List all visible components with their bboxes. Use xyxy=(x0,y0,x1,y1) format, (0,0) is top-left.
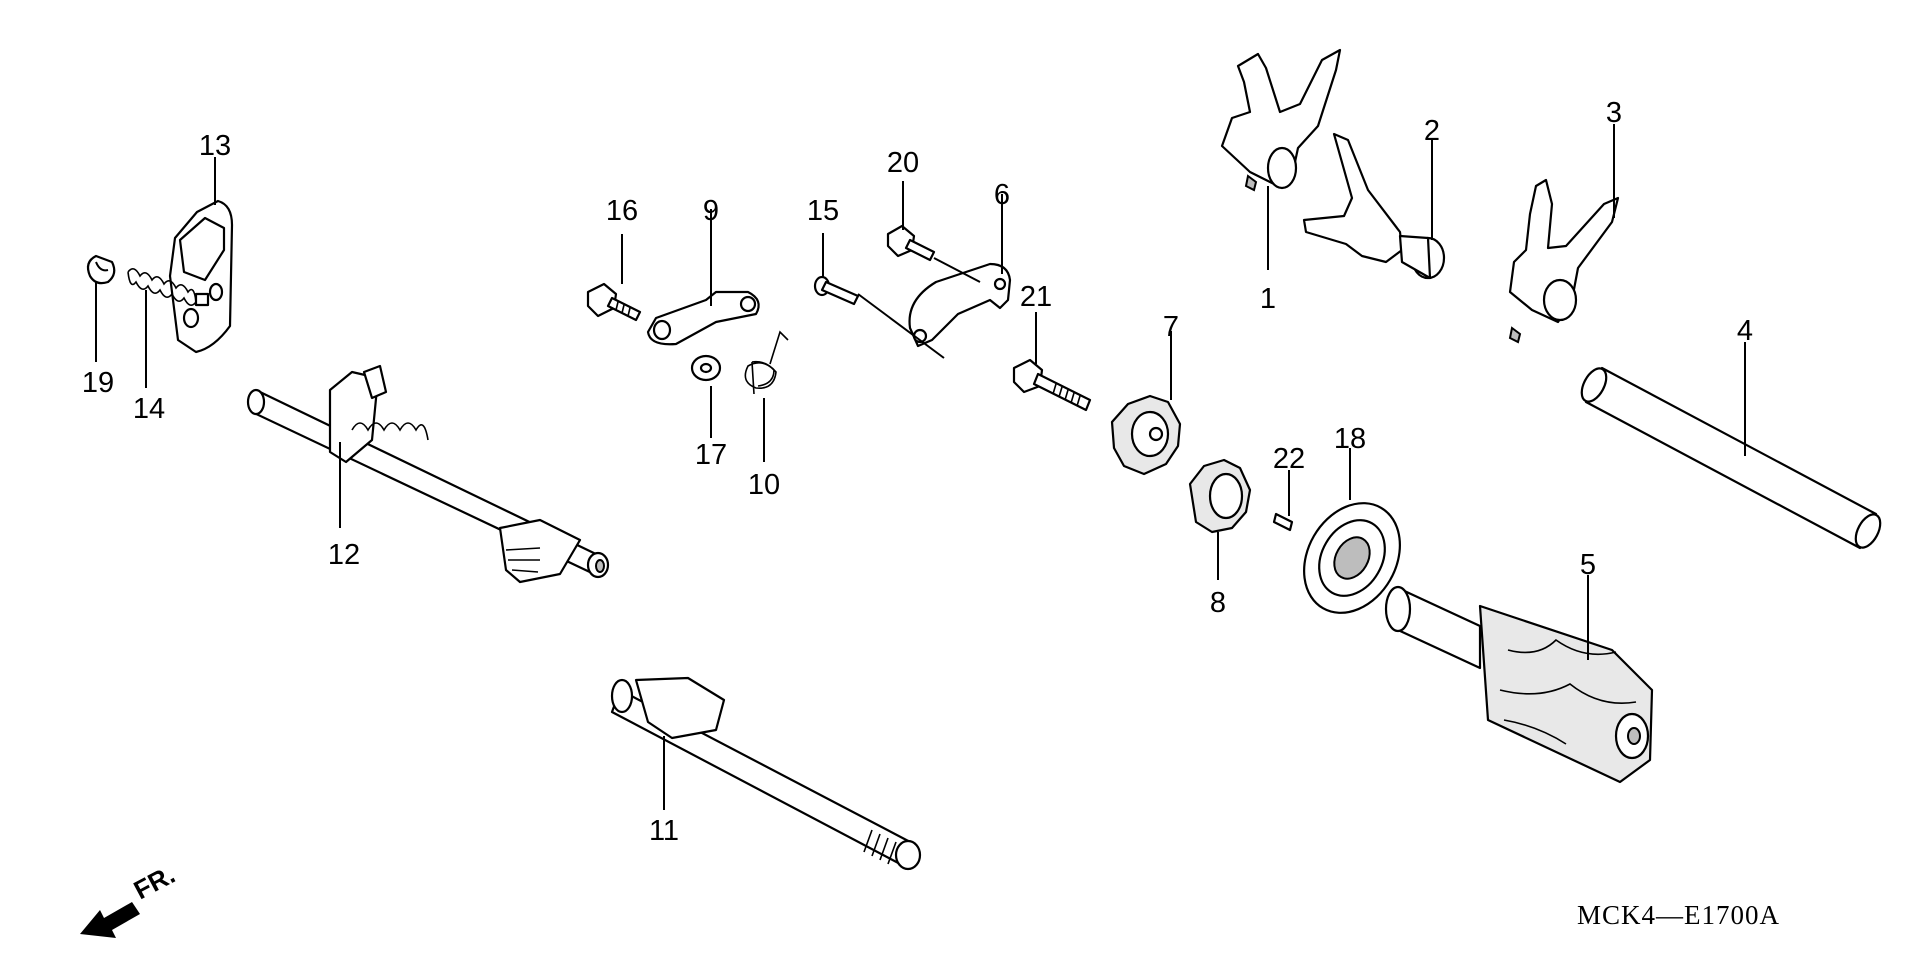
part-12-shift-arm-shaft xyxy=(246,364,610,584)
callout-18: 18 xyxy=(1334,423,1366,455)
callout-10: 10 xyxy=(748,469,780,501)
diagram-code: MCK4—E1700A xyxy=(1577,900,1780,930)
part-20-bolt xyxy=(886,224,936,262)
callout-21: 21 xyxy=(1020,281,1052,313)
callout-4: 4 xyxy=(1737,315,1753,347)
callout-15: 15 xyxy=(807,195,839,227)
part-8-cam xyxy=(1188,458,1252,534)
part-9-stopper-arm xyxy=(646,290,760,346)
part-5-shift-drum xyxy=(1384,585,1654,784)
arrow-left-icon xyxy=(80,902,140,938)
part-16-bolt xyxy=(586,282,642,322)
leader-lines xyxy=(95,124,1746,810)
part-17-washer xyxy=(690,354,722,382)
callout-9: 9 xyxy=(703,195,719,227)
callout-19: 19 xyxy=(82,367,114,399)
callout-11: 11 xyxy=(649,815,679,847)
front-direction-arrow: FR. xyxy=(80,859,180,938)
callout-2: 2 xyxy=(1424,115,1440,147)
front-direction-label: FR. xyxy=(129,859,180,905)
part-18-bearing xyxy=(1303,502,1401,614)
callout-3: 3 xyxy=(1606,97,1622,129)
part-19-clip xyxy=(86,254,116,285)
part-13-stopper-plate xyxy=(168,199,234,354)
callout-13: 13 xyxy=(199,130,231,162)
part-15-screw xyxy=(813,275,860,306)
callout-14: 14 xyxy=(133,393,165,425)
callout-1: 1 xyxy=(1260,283,1276,315)
part-7-drum-center xyxy=(1110,394,1182,476)
part-14-spring xyxy=(127,268,197,306)
part-4-fork-shaft xyxy=(1580,366,1882,550)
callout-12: 12 xyxy=(328,539,360,571)
callout-5: 5 xyxy=(1580,549,1596,581)
callout-6: 6 xyxy=(994,179,1010,211)
part-11-gearshift-spindle xyxy=(610,676,922,871)
part-6-drum-plate xyxy=(908,262,1012,348)
callout-7: 7 xyxy=(1163,311,1179,343)
callout-22: 22 xyxy=(1273,443,1305,475)
callout-16: 16 xyxy=(606,195,638,227)
part-22-pin xyxy=(1272,512,1294,532)
callout-8: 8 xyxy=(1210,587,1226,619)
part-1-shift-fork xyxy=(1220,48,1342,192)
callout-17: 17 xyxy=(695,439,727,471)
part-3-shift-fork xyxy=(1508,178,1620,344)
callout-20: 20 xyxy=(887,147,919,179)
part-21-bolt xyxy=(1012,358,1092,412)
part-2-shift-fork xyxy=(1302,132,1446,280)
callout-labels: 1 2 3 4 5 6 7 8 9 10 11 12 13 14 15 16 1… xyxy=(82,97,1753,847)
part-10-return-spring xyxy=(744,330,789,395)
